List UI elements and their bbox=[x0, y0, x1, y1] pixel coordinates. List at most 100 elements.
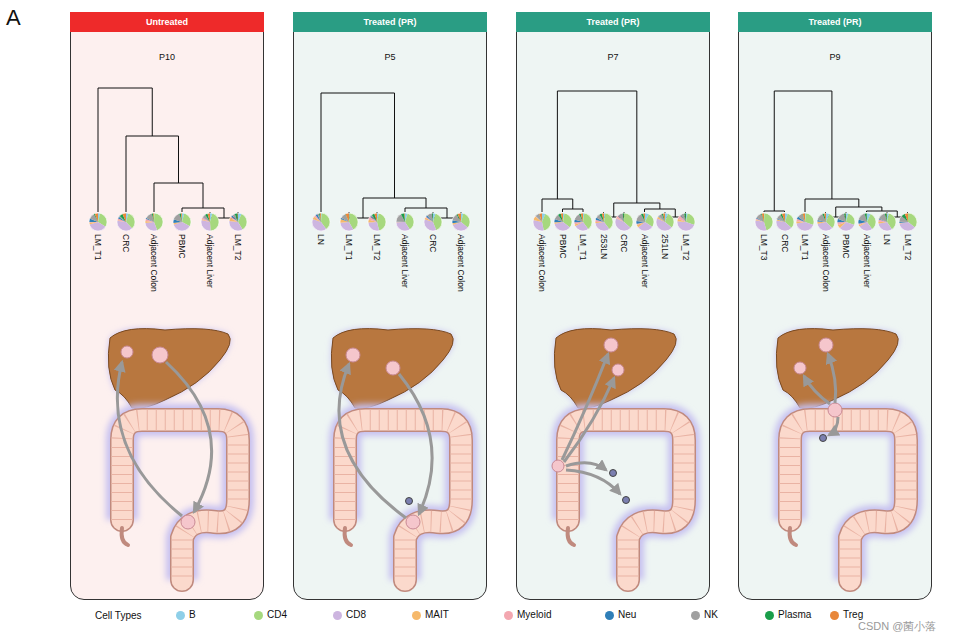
pie-slice bbox=[899, 222, 908, 223]
sample-leaf: LM_T1 bbox=[88, 212, 108, 232]
pie-chart bbox=[877, 212, 897, 232]
pie-slice bbox=[179, 213, 182, 222]
pie-slice bbox=[677, 221, 695, 231]
pie-chart bbox=[200, 212, 220, 232]
legend-swatch bbox=[412, 611, 421, 620]
dendrogram-branch bbox=[394, 93, 395, 198]
dendrogram-branch bbox=[154, 183, 155, 212]
patient-panel: Treated (PR)P9LM_T3CRCLM_T1Adjacent Colo… bbox=[738, 12, 932, 600]
pie-chart bbox=[553, 212, 573, 232]
pie-chart bbox=[635, 212, 655, 232]
pie-slice bbox=[780, 214, 785, 222]
pie-slice bbox=[560, 213, 562, 222]
pie-slice bbox=[899, 222, 908, 224]
dendrogram-branch bbox=[178, 136, 179, 183]
pie-chart bbox=[754, 212, 774, 232]
legend-title: Cell Types bbox=[95, 610, 142, 621]
dendrogram-branch bbox=[881, 207, 882, 211]
sample-label: LN bbox=[315, 234, 326, 245]
pie-slice bbox=[601, 213, 603, 222]
pie-rim bbox=[117, 213, 135, 231]
pie-slice bbox=[153, 213, 155, 222]
pie-rim bbox=[837, 213, 855, 231]
sample-label: LN bbox=[881, 234, 892, 245]
sample-label: Adjacent Colon bbox=[148, 234, 159, 292]
pie-rim bbox=[776, 213, 794, 231]
sample-label: LM_T1 bbox=[92, 234, 103, 260]
pie-slice bbox=[341, 214, 349, 222]
pie-slice bbox=[235, 213, 238, 222]
pie-slice bbox=[117, 221, 132, 231]
legend-swatch bbox=[691, 611, 700, 620]
pie-slice bbox=[899, 222, 908, 223]
pie-slice bbox=[636, 214, 645, 222]
dendrogram bbox=[294, 13, 488, 233]
sample-leaf: PBMC bbox=[836, 212, 856, 232]
panel-letter: A bbox=[6, 5, 21, 31]
pie-slice bbox=[640, 213, 644, 222]
pie-rim bbox=[858, 213, 876, 231]
dendrogram-branch bbox=[675, 209, 676, 217]
panel-header: Treated (PR) bbox=[738, 12, 932, 32]
sample-label: Adjacent Liver bbox=[204, 234, 215, 288]
pie-slice bbox=[663, 213, 665, 222]
dendrogram-branch bbox=[557, 91, 636, 92]
pie-chart bbox=[172, 212, 192, 232]
pie-chart bbox=[816, 212, 836, 232]
sample-leaf: Adjacent Colon bbox=[532, 212, 552, 232]
sample-label: 251LN bbox=[659, 234, 670, 259]
legend-label: Treg bbox=[843, 609, 863, 620]
pie-slice bbox=[858, 213, 867, 222]
sample-label: CRC bbox=[120, 234, 131, 252]
pie-slice bbox=[539, 213, 542, 222]
pie-slice bbox=[817, 222, 826, 224]
sample-leaf: LM_T2 bbox=[676, 212, 696, 232]
pie-slice bbox=[95, 213, 98, 222]
dendrogram-branch bbox=[858, 199, 859, 207]
pie-rim bbox=[396, 213, 414, 231]
pie-slice bbox=[574, 222, 583, 224]
sample-label: CRC bbox=[427, 234, 438, 252]
legend-swatch bbox=[504, 611, 513, 620]
pie-slice bbox=[317, 213, 321, 222]
patient-panel: Treated (PR)P5LNLM_T1LM_T2Adjacent Liver… bbox=[293, 12, 487, 600]
pie-slice bbox=[817, 214, 826, 222]
patient-panel: UntreatedP10LM_T1CRCAdjacent ColonPBMCAd… bbox=[70, 12, 264, 600]
pie-chart bbox=[116, 212, 136, 232]
legend-label: B bbox=[189, 609, 196, 620]
sample-leaf: 251LN bbox=[655, 212, 675, 232]
pie-slice bbox=[315, 214, 321, 222]
pie-slice bbox=[457, 213, 461, 222]
dendrogram-branch bbox=[426, 198, 427, 208]
dendrogram-branch bbox=[774, 91, 775, 211]
sample-leaf: LM_T1 bbox=[339, 212, 359, 232]
pie-slice bbox=[878, 222, 887, 224]
pie-slice bbox=[802, 213, 805, 222]
pie-chart bbox=[144, 212, 164, 232]
panel-header: Treated (PR) bbox=[293, 12, 487, 32]
pie-rim bbox=[229, 213, 247, 231]
pie-slice bbox=[181, 213, 183, 222]
pie-rim bbox=[755, 213, 773, 231]
pie-chart bbox=[339, 212, 359, 232]
pie-chart bbox=[795, 212, 815, 232]
pie-rim bbox=[368, 213, 386, 231]
sample-label: Adjacent Liver bbox=[639, 234, 650, 288]
pie-slice bbox=[374, 213, 377, 222]
pie-chart bbox=[532, 212, 552, 232]
sample-label: Adjacent Colon bbox=[820, 234, 831, 292]
dendrogram-branch bbox=[98, 88, 99, 212]
legend-label: CD4 bbox=[267, 609, 287, 620]
sample-label: LM_T1 bbox=[577, 234, 588, 260]
dendrogram-branch bbox=[659, 203, 660, 209]
sample-leaf: LM_T2 bbox=[367, 212, 387, 232]
pie-slice bbox=[210, 213, 219, 231]
dendrogram-branch bbox=[557, 91, 558, 199]
sample-label: PBMC bbox=[176, 234, 187, 259]
dendrogram-branch bbox=[152, 88, 153, 136]
dendrogram bbox=[71, 13, 265, 233]
dendrogram-branch bbox=[321, 93, 322, 212]
pie-slice bbox=[122, 213, 126, 222]
legend-swatch bbox=[830, 611, 839, 620]
